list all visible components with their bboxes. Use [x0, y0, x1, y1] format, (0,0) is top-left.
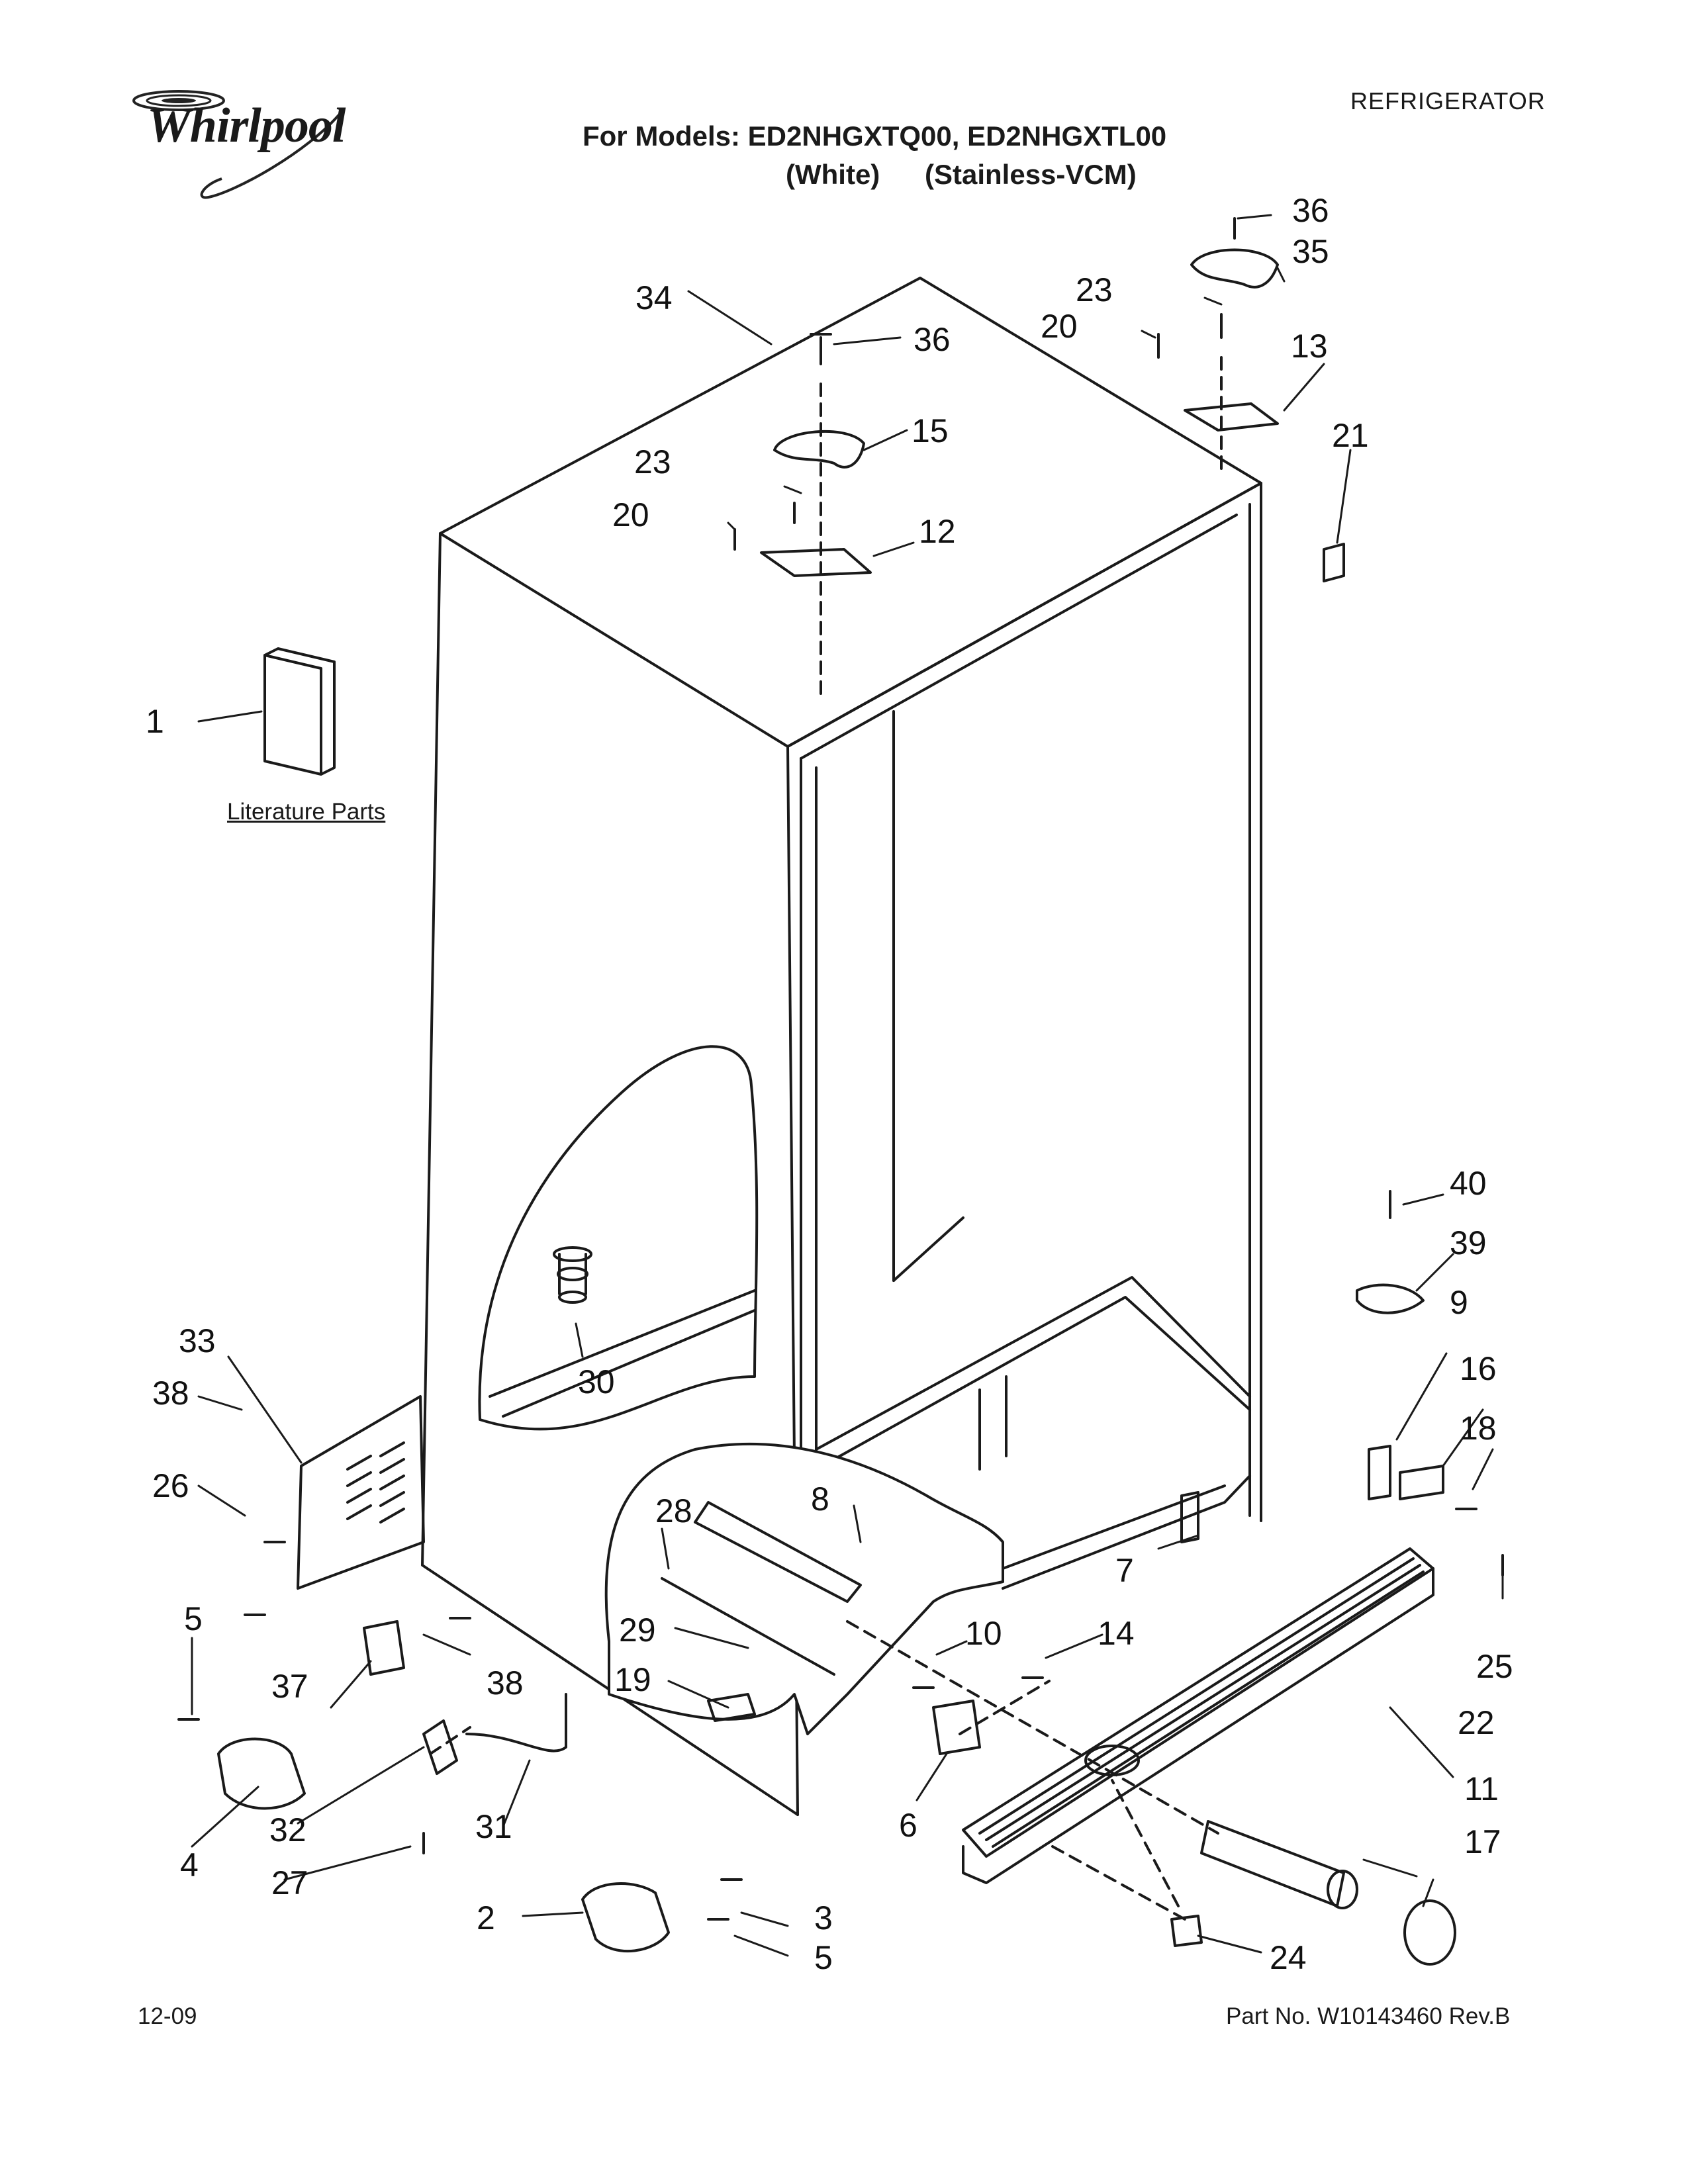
hinge-cover-35 — [1190, 248, 1279, 289]
document-type: REFRIGERATOR — [1350, 87, 1546, 114]
callout-24: 24 — [1270, 1939, 1307, 1976]
models-line: For Models: ED2NHGXTQ00, ED2NHGXTL00 — [583, 120, 1167, 152]
leader-lines — [191, 214, 1504, 1957]
callout-31: 31 — [475, 1808, 512, 1845]
mount-9 — [1368, 1445, 1391, 1500]
callout-23a: 23 — [634, 443, 671, 480]
rear-grille-33 — [297, 1395, 425, 1590]
bracket-39 — [1356, 1283, 1425, 1314]
literature-book-1 — [263, 647, 336, 776]
callout-20a: 20 — [612, 496, 649, 533]
callout-8: 8 — [811, 1480, 829, 1518]
callout-19: 19 — [614, 1661, 651, 1698]
callout-22: 22 — [1458, 1704, 1495, 1741]
callout-10: 10 — [965, 1615, 1002, 1652]
callout-12: 12 — [919, 513, 956, 550]
clip-24 — [1170, 1915, 1203, 1947]
callout-20b: 20 — [1041, 308, 1078, 345]
hinge-12 — [760, 548, 872, 577]
filter-cap-17 — [1403, 1899, 1456, 1966]
callout-36a: 36 — [914, 321, 951, 358]
callout-34: 34 — [635, 279, 673, 316]
callout-9: 9 — [1450, 1284, 1468, 1321]
tube-8 — [694, 1501, 862, 1603]
callout-7: 7 — [1115, 1552, 1134, 1589]
footer-part-number: Part No. W10143460 Rev.B — [1226, 2003, 1511, 2029]
callout-labels: 1 2 3 4 5 5 6 7 8 9 10 11 12 13 14 15 16… — [146, 192, 1513, 1976]
drain-hose-31 — [465, 1693, 567, 1752]
cutaway-lower — [604, 1442, 1004, 1735]
callout-38a: 38 — [152, 1375, 189, 1412]
callout-28: 28 — [655, 1492, 692, 1529]
clip-32 — [422, 1719, 458, 1775]
cutaway-30 — [478, 1045, 759, 1431]
callout-38b: 38 — [487, 1664, 524, 1702]
roller-16 — [1399, 1465, 1444, 1500]
tube-29 — [661, 1577, 835, 1676]
callout-25: 25 — [1476, 1648, 1513, 1685]
callout-39: 39 — [1450, 1224, 1487, 1261]
hinge-13 — [1184, 402, 1279, 432]
bracket-37 — [363, 1620, 405, 1676]
callout-17: 17 — [1464, 1823, 1501, 1860]
callout-6: 6 — [899, 1807, 917, 1844]
callout-40: 40 — [1450, 1165, 1487, 1202]
callout-26: 26 — [152, 1467, 189, 1504]
valve-4 — [217, 1737, 306, 1810]
hinge-cover-15 — [773, 430, 865, 469]
valve-2 — [581, 1882, 670, 1953]
callout-37: 37 — [271, 1668, 308, 1705]
callout-5b: 5 — [814, 1939, 833, 1976]
callout-4: 4 — [180, 1846, 199, 1884]
callout-15: 15 — [912, 412, 949, 449]
callout-14: 14 — [1098, 1615, 1135, 1652]
callout-30: 30 — [578, 1363, 615, 1400]
variant-stainless-label: (Stainless-VCM) — [925, 159, 1137, 190]
callout-1: 1 — [146, 703, 164, 740]
callout-2: 2 — [477, 1899, 495, 1936]
water-filter-11 — [1200, 1820, 1345, 1907]
callout-32: 32 — [269, 1811, 306, 1848]
callout-36b: 36 — [1292, 192, 1329, 229]
whirlpool-logo — [132, 90, 342, 199]
callout-35: 35 — [1292, 233, 1329, 270]
callout-11: 11 — [1464, 1770, 1499, 1807]
brand-wordmark: Whirlpool — [147, 99, 346, 153]
callout-23b: 23 — [1076, 271, 1113, 308]
callout-16: 16 — [1460, 1350, 1497, 1387]
bracket-6 — [932, 1700, 981, 1755]
callout-13: 13 — [1291, 328, 1328, 365]
cabinet-34 — [421, 277, 1262, 1816]
callout-5a: 5 — [184, 1600, 203, 1637]
callout-29: 29 — [619, 1612, 656, 1649]
callout-27: 27 — [271, 1864, 308, 1901]
callout-3: 3 — [814, 1899, 833, 1936]
variant-white-label: (White) — [786, 159, 880, 190]
callout-18: 18 — [1460, 1410, 1497, 1447]
callout-21: 21 — [1332, 417, 1369, 454]
pin-21 — [1323, 543, 1345, 582]
footer-date: 12-09 — [138, 2003, 197, 2029]
callout-33: 33 — [179, 1322, 216, 1359]
block-19 — [707, 1693, 756, 1722]
literature-parts-caption: Literature Parts — [227, 799, 386, 825]
screws — [177, 217, 1504, 1921]
bracket-7 — [1180, 1491, 1199, 1543]
